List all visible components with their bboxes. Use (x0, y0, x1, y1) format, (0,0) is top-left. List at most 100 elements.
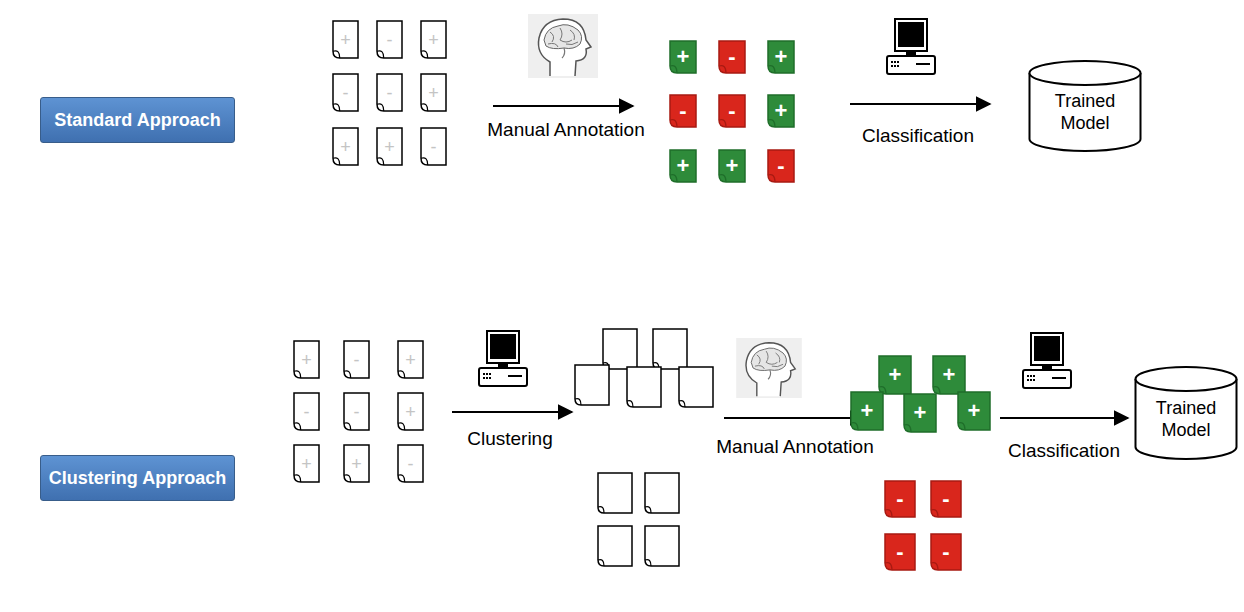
class-sign: - (408, 455, 414, 473)
class-sign: + (405, 403, 416, 421)
unlabeled-document: - (376, 73, 403, 112)
step-label: Manual Annotation (710, 436, 880, 459)
class-sign: - (431, 138, 437, 156)
positive-document: + (718, 149, 746, 183)
class-sign: - (896, 541, 903, 563)
model-label: Trained Model (1140, 398, 1232, 441)
class-sign: + (405, 351, 416, 369)
positive-document: + (767, 40, 795, 74)
unlabeled-document: + (332, 20, 359, 59)
positive-document: + (932, 355, 966, 395)
class-sign: + (775, 46, 788, 68)
negative-document: - (884, 480, 916, 518)
flow-arrow (452, 411, 572, 413)
class-sign: + (340, 138, 351, 156)
step-label: Classification (843, 125, 993, 148)
negative-document: - (718, 94, 746, 128)
document-icon (627, 367, 661, 407)
class-sign: + (301, 351, 312, 369)
class-sign: + (301, 455, 312, 473)
flow-arrow (493, 105, 633, 107)
positive-document: + (878, 355, 912, 395)
class-sign: - (343, 84, 349, 102)
class-sign: - (354, 351, 360, 369)
class-sign: + (428, 84, 439, 102)
class-sign: + (677, 46, 690, 68)
negative-document: - (718, 40, 746, 74)
positive-document: + (669, 149, 697, 183)
class-sign: - (942, 488, 949, 510)
negative-document: - (767, 149, 795, 183)
unlabeled-document: + (343, 444, 370, 483)
class-sign: - (728, 100, 735, 122)
approach-label-box: Standard Approach (40, 97, 235, 143)
class-sign: - (777, 155, 784, 177)
approach-name: Standard Approach (54, 110, 220, 131)
positive-document: + (850, 391, 884, 431)
unlabeled-document: + (293, 444, 320, 483)
step-label: Clustering (445, 428, 575, 451)
brain-icon (528, 14, 598, 78)
model-label: Trained Model (1034, 91, 1136, 134)
negative-document: - (669, 94, 697, 128)
approach-name: Clustering Approach (49, 468, 226, 489)
computer-icon (479, 331, 527, 386)
document-icon (645, 473, 679, 513)
class-sign: + (914, 402, 927, 424)
document-icon (598, 526, 632, 566)
positive-document: + (957, 391, 991, 431)
unlabeled-document: + (293, 340, 320, 379)
class-sign: - (896, 488, 903, 510)
class-sign: + (351, 455, 362, 473)
negative-document: - (884, 533, 916, 571)
positive-document: + (669, 40, 697, 74)
document-icon (598, 473, 632, 513)
document-icon (575, 365, 609, 405)
unlabeled-document: - (343, 340, 370, 379)
unlabeled-document: + (397, 392, 424, 431)
step-label: Manual Annotation (481, 119, 651, 142)
approach-label-box: Clustering Approach (40, 455, 235, 501)
class-sign: + (384, 138, 395, 156)
computer-icon (1023, 333, 1071, 388)
unlabeled-document: + (376, 127, 403, 166)
class-sign: + (968, 400, 981, 422)
flow-arrow (724, 417, 864, 419)
flow-arrow (850, 103, 990, 105)
class-sign: + (677, 155, 690, 177)
flow-arrow (1000, 417, 1128, 419)
unlabeled-document: + (397, 340, 424, 379)
class-sign: - (387, 31, 393, 49)
document-icon (603, 329, 637, 369)
negative-document: - (930, 533, 962, 571)
brain-icon (736, 338, 802, 398)
unlabeled-document: + (420, 20, 447, 59)
unlabeled-document: - (420, 127, 447, 166)
class-sign: - (728, 46, 735, 68)
negative-document: - (930, 480, 962, 518)
model-cylinder: Trained Model (1134, 366, 1238, 460)
class-sign: + (428, 31, 439, 49)
computer-icon (887, 19, 935, 74)
class-sign: - (387, 84, 393, 102)
class-sign: - (354, 403, 360, 421)
class-sign: + (889, 364, 902, 386)
document-icon (645, 526, 679, 566)
class-sign: + (726, 155, 739, 177)
class-sign: + (861, 400, 874, 422)
step-label: Classification (989, 440, 1139, 463)
class-sign: - (679, 100, 686, 122)
unlabeled-document: - (397, 444, 424, 483)
unlabeled-document: + (332, 127, 359, 166)
unlabeled-document: - (293, 392, 320, 431)
unlabeled-document: - (332, 73, 359, 112)
class-sign: + (943, 364, 956, 386)
model-cylinder: Trained Model (1028, 60, 1142, 152)
positive-document: + (767, 94, 795, 128)
class-sign: - (942, 541, 949, 563)
class-sign: + (775, 100, 788, 122)
class-sign: + (340, 31, 351, 49)
unlabeled-document: - (376, 20, 403, 59)
positive-document: + (903, 393, 937, 433)
